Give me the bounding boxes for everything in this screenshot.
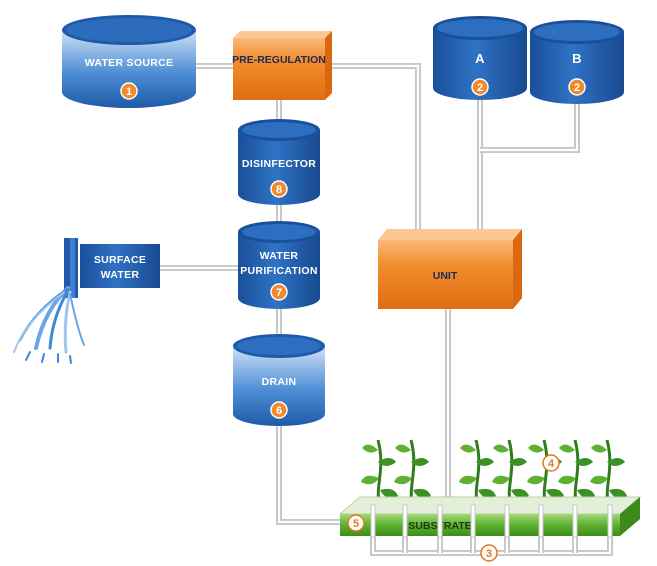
plant-icon [558,439,595,506]
water-source-number: 1 [126,86,132,98]
water-purification-tank: WATER PURIFICATION 7 [238,221,320,309]
disinfector-tank: DISINFECTOR 8 [238,119,320,205]
drain-number: 6 [276,405,282,417]
drip-stake [370,504,376,538]
tank-a: A 2 [433,16,527,100]
drip-stakes [370,504,613,538]
substrate-number: 5 [353,518,359,530]
drip-stake [437,504,443,538]
water-splash-icon [13,286,85,364]
drip-stake [538,504,544,538]
unit-box: UNIT [378,229,522,309]
water-purification-number: 7 [276,287,282,299]
badge-8 [270,180,288,198]
surface-water-label-1: SURFACE [94,254,146,266]
surface-water-label-2: WATER [101,269,140,281]
pre-regulation-label: PRE-REGULATION [232,54,326,66]
badge-1 [120,82,138,100]
plant-icon [459,439,496,506]
tank-b-number: 2 [574,82,580,94]
unit-label: UNIT [433,270,458,282]
badge-7 [270,283,288,301]
plants-number: 4 [548,458,555,470]
disinfector-label: DISINFECTOR [242,158,316,170]
badge-2b [568,78,586,96]
drip-stake [572,504,578,538]
tank-a-label: A [475,51,485,66]
water-purification-label-1: WATER [260,250,299,262]
plant-icon [590,439,627,506]
drip-lines-badge: 3 [480,544,498,562]
drain-tank: DRAIN 6 [233,334,325,426]
badge-6 [270,401,288,419]
water-purification-label-2: PURIFICATION [240,265,317,277]
water-source-label: WATER SOURCE [85,57,174,69]
plant-icon [361,439,398,506]
disinfector-number: 8 [276,184,282,196]
badge-2a [471,78,489,96]
tank-a-number: 2 [477,82,483,94]
plants-badge: 4 [542,454,560,472]
pipes [160,63,613,556]
plants [361,439,627,506]
drip-lines-number: 3 [486,548,492,560]
tank-b-label: B [572,51,582,66]
pre-regulation-box: PRE-REGULATION [232,31,332,100]
drain-label: DRAIN [262,376,297,388]
plant-icon [492,439,529,506]
surface-water-box: SURFACE WATER [13,238,160,364]
tank-b: B 2 [530,20,624,104]
drip-stake [504,504,510,538]
substrate-slab: SUBSTRATE 5 [338,496,642,536]
plant-icon [527,439,564,506]
drip-stake [470,504,476,538]
drip-stake [402,504,408,538]
drip-stake [607,504,613,538]
water-source-tank: WATER SOURCE 1 [62,15,196,108]
badge-5 [347,514,365,532]
plant-icon [394,439,431,506]
